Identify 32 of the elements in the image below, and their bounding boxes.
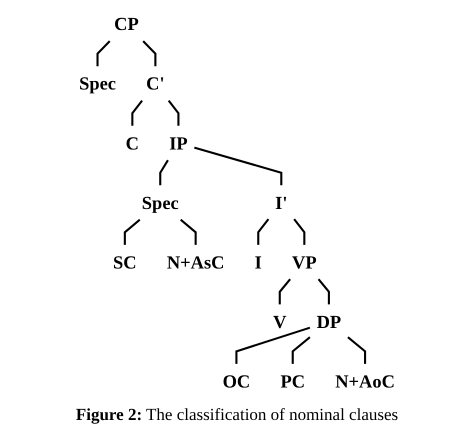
- node-text: SC: [113, 252, 137, 273]
- connector: [194, 146, 282, 186]
- node-text: CP: [114, 13, 139, 34]
- node-text: OC: [222, 370, 250, 392]
- node-text: C': [146, 72, 165, 94]
- connector: [347, 336, 366, 364]
- node-text: I': [275, 192, 288, 213]
- node-text: N+AoC: [335, 370, 395, 392]
- connector: [278, 278, 291, 304]
- node-text: Spec: [79, 72, 116, 94]
- figure-caption: Figure 2: The classification of nominal clauses: [74, 405, 400, 425]
- node-text: VP: [292, 252, 317, 273]
- node-text: IP: [169, 132, 188, 154]
- connector: [124, 218, 140, 245]
- connector: [180, 218, 197, 245]
- node-text: DP: [316, 311, 342, 332]
- node-text: I: [254, 252, 262, 273]
- connector: [293, 218, 306, 245]
- connector: [96, 40, 110, 66]
- node-text: Spec: [142, 192, 179, 213]
- connector: [318, 278, 330, 304]
- connector: [292, 336, 311, 364]
- node-text: V: [273, 311, 286, 332]
- connector: [168, 100, 180, 126]
- connector: [159, 160, 169, 186]
- connector: [142, 40, 156, 66]
- connector: [257, 218, 270, 245]
- node-text: PC: [280, 370, 306, 392]
- node-text: C: [126, 132, 140, 154]
- connector: [235, 326, 310, 364]
- connector: [131, 100, 143, 126]
- node-text: N+AsC: [166, 252, 224, 273]
